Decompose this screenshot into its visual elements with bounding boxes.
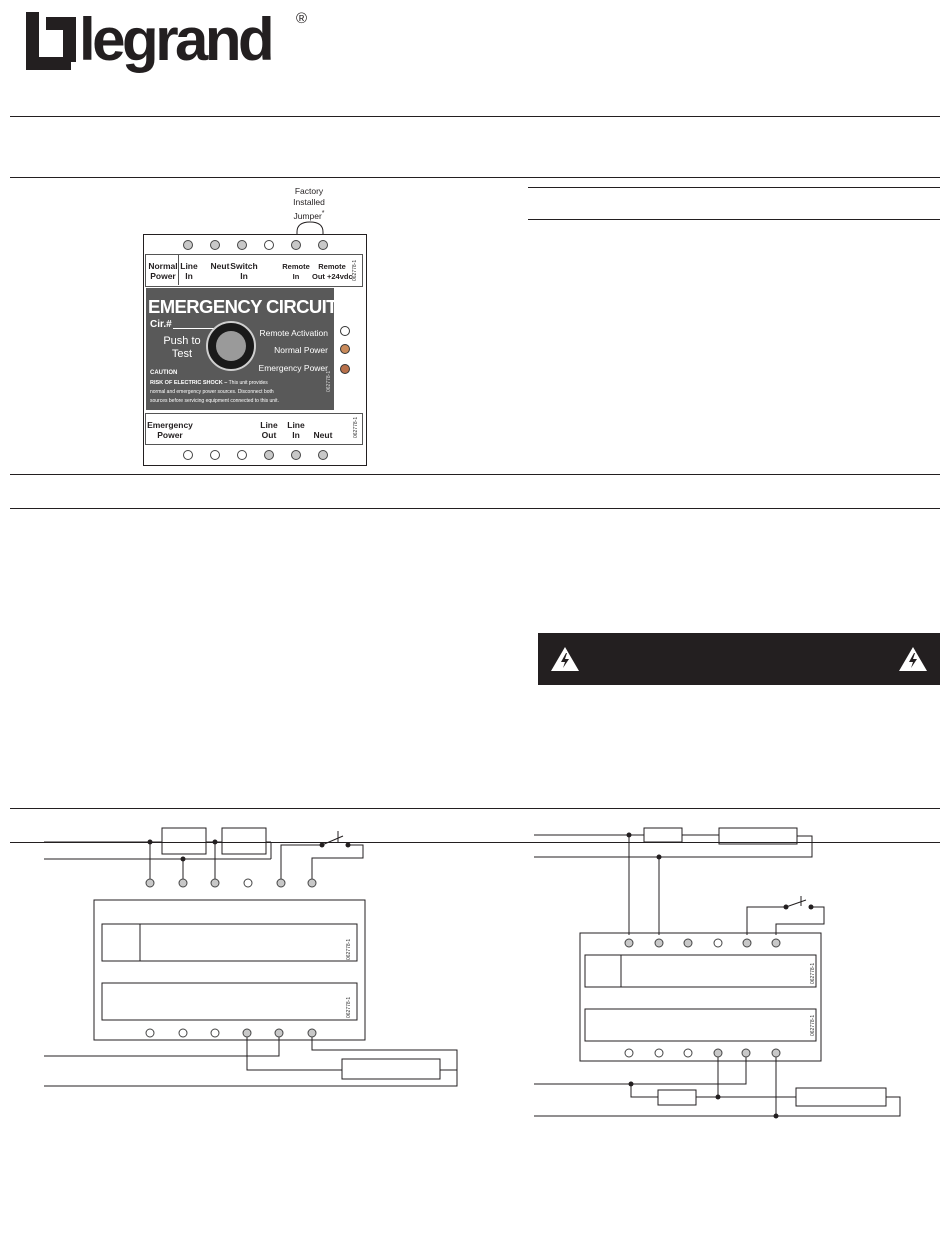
top-label-strip bbox=[145, 254, 363, 287]
jumper-wire bbox=[296, 221, 324, 244]
circuit-number-line bbox=[173, 328, 217, 329]
terminal-line-out bbox=[264, 450, 274, 460]
terminal-remote-in bbox=[291, 240, 301, 250]
terminal-bottom-line-in bbox=[291, 450, 301, 460]
section-rule bbox=[528, 187, 940, 188]
jumper-callout: Factory Installed Jumper* bbox=[285, 186, 333, 222]
section-rule bbox=[10, 508, 940, 509]
indicator-label-normal: Normal Power bbox=[274, 345, 328, 355]
terminal-emergency-power-2 bbox=[210, 450, 220, 460]
diagram-part-code: 062778-1 bbox=[810, 1014, 816, 1036]
section-rule bbox=[10, 116, 940, 117]
led-remote-activation bbox=[340, 326, 350, 336]
diagram-part-code: 062778-1 bbox=[346, 996, 352, 1018]
indicator-label-remote: Remote Activation bbox=[259, 328, 328, 338]
push-to-test-button[interactable] bbox=[206, 321, 256, 371]
wiring-diagram-left bbox=[44, 827, 458, 1087]
terminal-bottom-neut bbox=[318, 450, 328, 460]
terminal-line-in bbox=[210, 240, 220, 250]
led-emergency-power bbox=[340, 364, 350, 374]
brand-name: legrand bbox=[79, 6, 275, 73]
terminal-emergency-power-3 bbox=[237, 450, 247, 460]
diagram-part-code: 062778-1 bbox=[810, 962, 816, 984]
registered-mark: ® bbox=[296, 10, 308, 27]
label-bottom-neut: Neut bbox=[313, 430, 333, 440]
part-code: 062778-1 bbox=[352, 259, 358, 281]
legrand-mark-icon bbox=[26, 12, 76, 70]
high-voltage-warning-icon bbox=[899, 647, 927, 671]
warning-banner bbox=[538, 633, 940, 685]
diagram-part-code: 062778-1 bbox=[346, 938, 352, 960]
label-neut: Neut bbox=[210, 261, 230, 271]
terminal-normal-power bbox=[183, 240, 193, 250]
jumper-label-line: Installed bbox=[293, 197, 325, 207]
jumper-label-line: Factory bbox=[294, 186, 324, 196]
terminal-neut bbox=[237, 240, 247, 250]
caution-label: CAUTION bbox=[150, 370, 178, 376]
legrand-logo: legrand ® bbox=[26, 6, 326, 82]
section-rule bbox=[10, 808, 940, 809]
face-part-code: 062778-1 bbox=[326, 370, 332, 392]
terminal-switch-in bbox=[264, 240, 274, 250]
jumper-label-line: Jumper* bbox=[293, 210, 325, 221]
bottom-label-strip bbox=[145, 413, 363, 445]
strip-divider bbox=[178, 254, 179, 285]
shock-warning: RISK OF ELECTRIC SHOCK – This unit provi… bbox=[150, 380, 279, 404]
led-normal-power bbox=[340, 344, 350, 354]
circuit-number-label: Cir.# bbox=[150, 319, 172, 330]
section-rule bbox=[10, 177, 940, 178]
terminal-emergency-power-1 bbox=[183, 450, 193, 460]
section-rule bbox=[528, 219, 940, 220]
section-rule bbox=[10, 474, 940, 475]
high-voltage-warning-icon bbox=[551, 647, 579, 671]
face-title: EMERGENCY CIRCUIT bbox=[148, 296, 337, 317]
indicator-label-emergency: Emergency Power bbox=[258, 363, 328, 373]
bottom-part-code: 062778-1 bbox=[353, 416, 359, 438]
section-rule bbox=[10, 842, 940, 843]
wiring-diagram-right bbox=[534, 827, 901, 1119]
terminal-remote-out bbox=[318, 240, 328, 250]
